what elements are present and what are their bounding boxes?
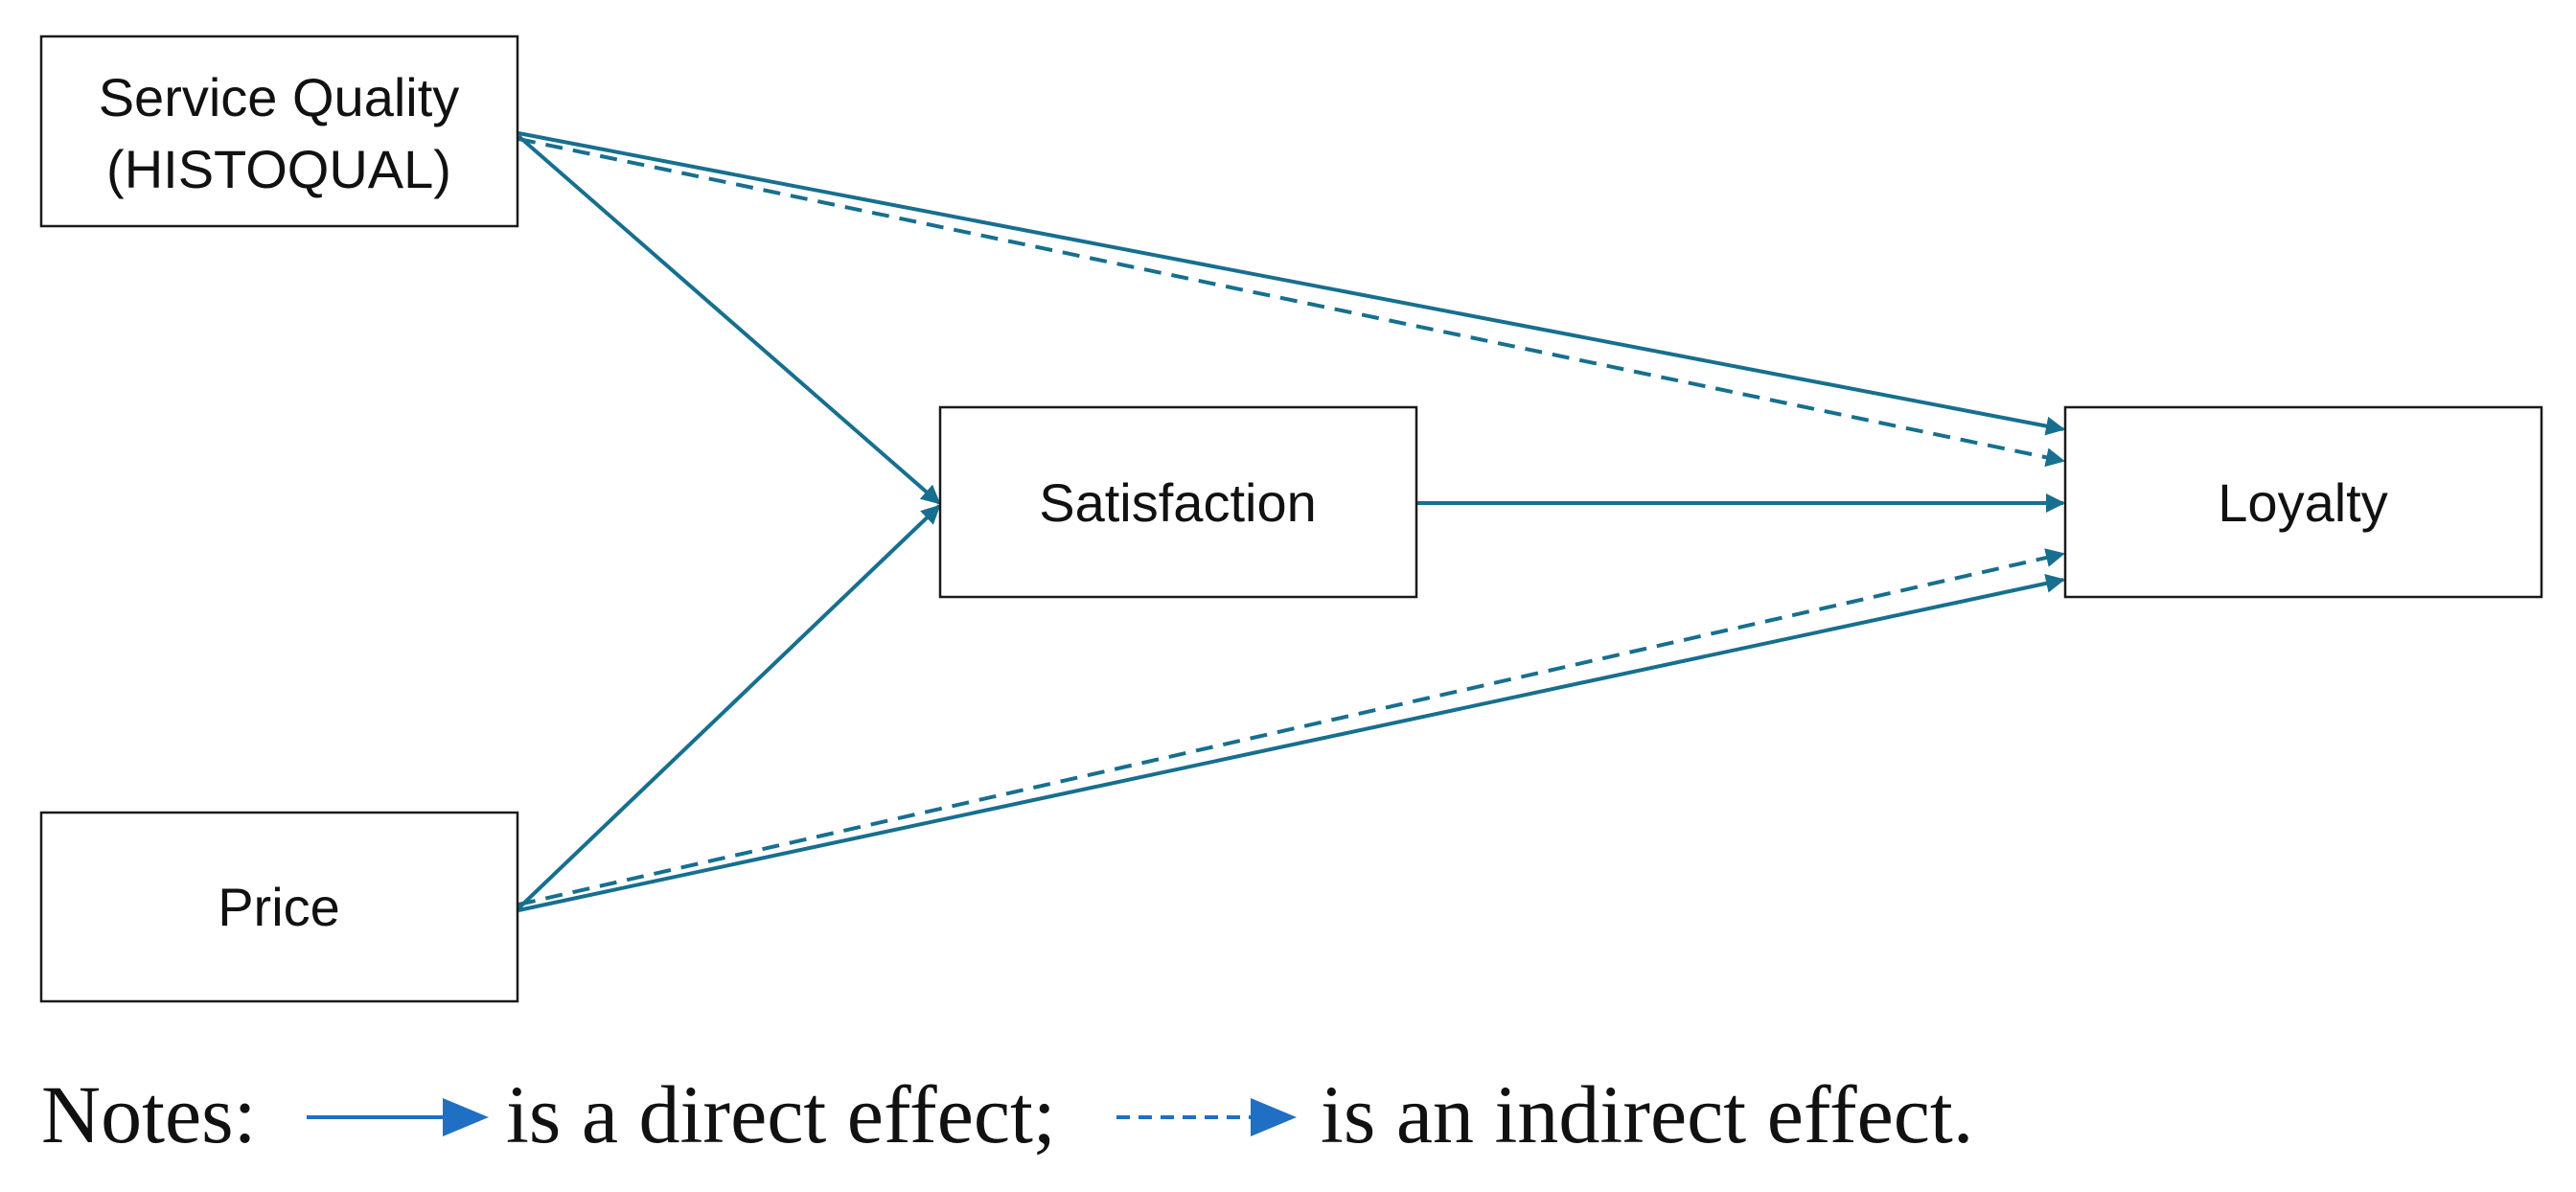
edge-service-quality-to-satisfaction xyxy=(517,134,941,505)
node-loyalty-label: Loyalty xyxy=(2218,472,2387,533)
node-service-quality-line2: (HISTOQUAL) xyxy=(106,139,451,199)
notes-prefix: Notes: xyxy=(41,1068,257,1160)
node-satisfaction-box xyxy=(938,405,1418,599)
node-service-quality-line1: Service Quality xyxy=(99,67,460,127)
edge-price-to-loyalty-indirect xyxy=(518,548,2065,906)
node-service-quality-box xyxy=(39,34,519,228)
edge-service-quality-to-loyalty-direct xyxy=(518,131,2065,436)
edge-service-quality-to-loyalty-indirect xyxy=(518,137,2065,468)
notes-indirect: is an indirect effect. xyxy=(1321,1068,1973,1160)
node-loyalty-box xyxy=(2063,405,2543,599)
node-satisfaction: Satisfaction xyxy=(938,405,1418,599)
node-satisfaction-label: Satisfaction xyxy=(1039,472,1317,533)
edge-price-to-loyalty-direct xyxy=(518,573,2065,912)
legend-indirect-arrowhead-icon xyxy=(1251,1098,1297,1136)
node-price-label: Price xyxy=(218,877,340,937)
node-service-quality: Service Quality (HISTOQUAL) xyxy=(39,34,519,228)
legend-direct-arrowhead-icon xyxy=(443,1098,489,1136)
node-loyalty: Loyalty xyxy=(2063,405,2543,599)
notes-direct: is a direct effect; xyxy=(506,1068,1056,1160)
edge-price-to-satisfaction xyxy=(517,504,941,910)
node-price-box xyxy=(39,811,519,1003)
node-price: Price xyxy=(39,811,519,1003)
legend-notes: Notes: is a direct effect; is an indirec… xyxy=(41,1068,1973,1160)
